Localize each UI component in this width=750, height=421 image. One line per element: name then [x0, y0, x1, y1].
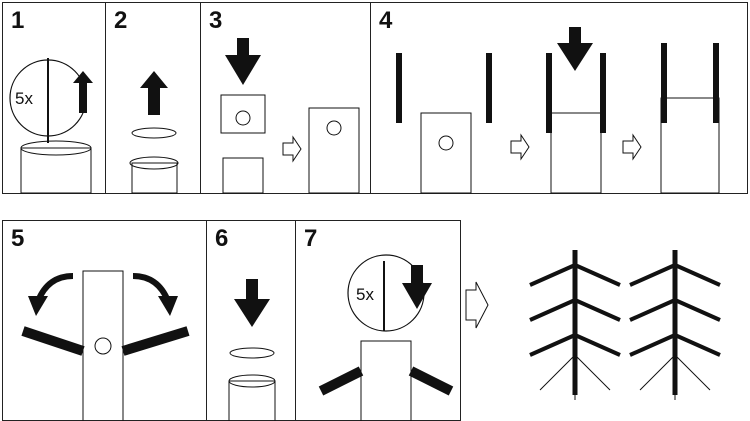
arm-left: [318, 366, 364, 396]
assembled-rack-right: [629, 250, 721, 400]
arm-right: [408, 366, 454, 396]
arrow-shaft: [569, 27, 581, 44]
pole: [82, 270, 124, 421]
hub-top: [20, 140, 92, 156]
step-3-illustration: [220, 38, 360, 194]
cap-plate: [131, 127, 177, 139]
step-number: 1: [11, 7, 25, 34]
next-arrow-icon: [510, 133, 530, 161]
step-number: 7: [304, 225, 318, 252]
step-number: 5: [11, 225, 25, 252]
pole-base: [20, 147, 92, 194]
step-5-illustration: [21, 270, 190, 421]
pole-hub: [360, 340, 412, 421]
step-2-illustration: [129, 71, 179, 194]
step-number: 2: [114, 7, 128, 34]
step-number: 3: [209, 7, 223, 34]
step-number: 4: [379, 7, 393, 34]
step-4-illustration: [396, 27, 720, 194]
pole-base: [228, 380, 276, 421]
hub-top: [228, 374, 276, 388]
step-1-illustration: [9, 58, 93, 194]
quantity-label: 5x: [15, 89, 33, 108]
step-4-panel: 4: [370, 2, 748, 194]
arrow-down-icon: [234, 299, 270, 327]
assembled-pole: [308, 107, 360, 194]
arrow-up-icon: [140, 71, 168, 115]
step-7-illustration: [318, 254, 454, 421]
arrow-shaft: [237, 38, 249, 56]
arrow-head: [28, 296, 48, 316]
arrow-shaft: [246, 279, 258, 300]
arrow-down-icon: [402, 283, 432, 309]
step-2-panel: 2: [105, 2, 201, 194]
pole-base: [131, 162, 178, 194]
step-7-panel: 7 5x: [295, 220, 461, 421]
assembled-rack-left: [529, 250, 621, 400]
arrow-head: [158, 296, 178, 316]
arm-right: [121, 326, 190, 356]
pole-base: [222, 157, 264, 194]
collar-logo: [235, 110, 251, 126]
next-arrow-icon: [282, 135, 302, 163]
step-6-illustration: [228, 279, 276, 421]
collar-logo: [438, 135, 454, 151]
next-arrow-icon: [465, 281, 489, 329]
pole-hub: [420, 112, 472, 194]
collar-logo: [94, 337, 112, 355]
next-arrow-icon: [622, 133, 642, 161]
arm-left: [21, 326, 85, 356]
arrow-down-icon: [225, 55, 261, 85]
cap-plate: [229, 347, 275, 359]
arrow-down-icon: [557, 43, 593, 71]
collar-part: [220, 94, 266, 134]
collar-logo: [326, 120, 342, 136]
hub-top: [129, 156, 179, 170]
pole-hub: [660, 97, 720, 194]
quantity-label: 5x: [356, 285, 374, 304]
arrow-up-icon: [73, 71, 93, 113]
pole-hub: [550, 112, 602, 194]
step-number: 6: [215, 225, 229, 252]
step-3-panel: 3: [200, 2, 371, 194]
arrow-shaft: [411, 265, 423, 284]
